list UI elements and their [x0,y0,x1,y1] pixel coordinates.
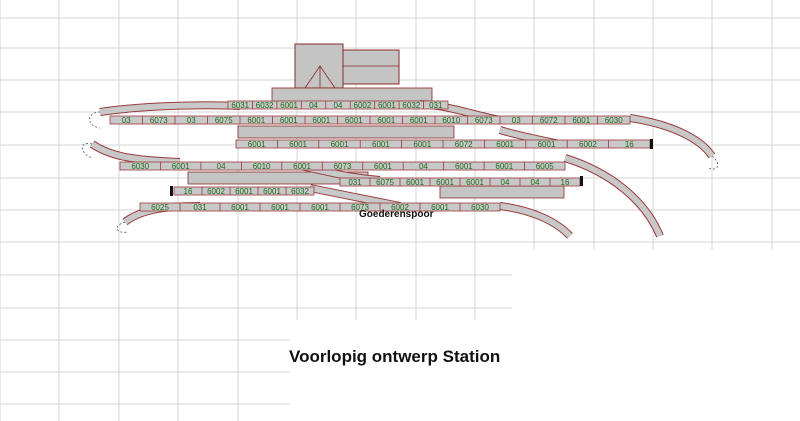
track-segment-label: 6001 [410,116,428,125]
track-segment-label: 6072 [455,140,473,149]
track-bed [173,186,315,196]
track-segment-label: 6001 [496,140,514,149]
track-row-7: 6031 6032 6001 04 04 6002 6001 6032 031 [227,100,449,110]
track-segment-label: 04 [531,178,540,187]
track-segment-label: 6001 [431,203,449,212]
track-segment-label: 6001 [248,140,266,149]
buffer-stops [170,139,653,196]
track-segment-label: 6030 [605,116,623,125]
track-segment-label: 6005 [536,162,554,171]
track-segment-label: 6002 [579,140,597,149]
diagram-title: Voorlopig ontwerp Station [289,347,501,366]
track-row-1: 03 6073 03 6075 6001 6001 6001 6001 6001 6001 6010… [109,115,631,125]
track-segment-label: 6001 [293,162,311,171]
track-segment-label: 03 [187,116,196,125]
track-segment-label: 16 [561,178,570,187]
track-segment-label: 6001 [374,162,392,171]
track-segment-label: 6001 [231,203,249,212]
track-segment-label: 031 [429,101,443,110]
track-segment-label: 6075 [376,178,394,187]
track-row-6: 6025 031 6001 6001 6001 6073 6002 6001 6030 [139,202,501,212]
track-segment-label: 6073 [351,203,369,212]
grid-mask [290,250,800,421]
track-segment-label: 6001 [372,140,390,149]
track-segment-label: 04 [501,178,510,187]
track-row-4: 031 6075 6001 6001 6001 04 04 16 [339,177,581,187]
track-segment-label: 6032 [291,187,309,196]
track-segment-label: 6001 [172,162,190,171]
track-segment-label: 6072 [540,116,558,125]
track-segment-label: 6030 [471,203,489,212]
track-segment-label: 6001 [289,140,307,149]
track-segment-label: 031 [193,203,207,212]
track-bed [227,100,449,110]
track-segment-label: 04 [419,162,428,171]
track-segment-label: 6001 [466,178,484,187]
straight-tracks: 03 6073 03 6075 6001 6001 6001 6001 6001 6001 6010… [109,100,651,212]
track-segment-label: 6001 [271,203,289,212]
track-end-loops [81,111,719,233]
track-segment-label: 6002 [391,203,409,212]
track-segment-label: 6073 [150,116,168,125]
track-segment-label: 6001 [378,101,396,110]
track-segment-label: 6001 [312,116,330,125]
track-segment-label: 6001 [280,116,298,125]
track-segment-label: 6001 [495,162,513,171]
track-segment-label: 6073 [334,162,352,171]
track-segment-label: 6001 [455,162,473,171]
curve-top-right [629,114,716,159]
track-row-3: 6030 6001 04 6010 6001 6073 6001 04 6001 6001 6005 [119,161,566,171]
track-bed [119,161,566,171]
track-segment-label: 6001 [413,140,431,149]
track-segment-label: 6025 [151,203,169,212]
track-segment-label: 03 [512,116,521,125]
platforms [187,87,565,199]
track-bed [139,202,501,212]
track-segment-label: 16 [184,187,193,196]
station-building [294,43,400,89]
curve-right-down [563,154,664,238]
track-segment-label: 6010 [442,116,460,125]
track-segment-label: 6001 [345,116,363,125]
track-row-5: 16 6002 6001 6001 6032 [173,186,315,196]
track-segment-label: 6032 [402,101,420,110]
track-segment-label: 6002 [354,101,372,110]
track-row-2: 6001 6001 6001 6001 6001 6072 6001 6001 6002 16 [235,139,651,149]
track-segment-label: 6002 [207,187,225,196]
track-segment-label: 6001 [263,187,281,196]
track-segment-label: 6030 [131,162,149,171]
track-segment-label: 16 [625,140,634,149]
track-segment-label: 6001 [331,140,349,149]
track-segment-label: 04 [309,101,318,110]
track-segment-label: 6001 [436,178,454,187]
goederenspoor-label: Goederenspoor [359,209,434,220]
track-segment-label: 03 [122,116,131,125]
track-segment-label: 6031 [231,101,249,110]
track-segment-label: 6001 [280,101,298,110]
track-segment-label: 6010 [253,162,271,171]
track-segment-label: 6073 [475,116,493,125]
track-segment-label: 6001 [247,116,265,125]
track-segment-label: 6001 [235,187,253,196]
track-segment-label: 6001 [311,203,329,212]
track-segment-label: 04 [217,162,226,171]
track-segment-label: 6001 [406,178,424,187]
track-segment-label: 6001 [538,140,556,149]
track-segment-label: 6001 [377,116,395,125]
track-segment-label: 6001 [572,116,590,125]
track-segment-label: 031 [348,178,362,187]
track-segment-label: 6075 [215,116,233,125]
track-segment-label: 04 [334,101,343,110]
track-segment-label: 6032 [256,101,274,110]
